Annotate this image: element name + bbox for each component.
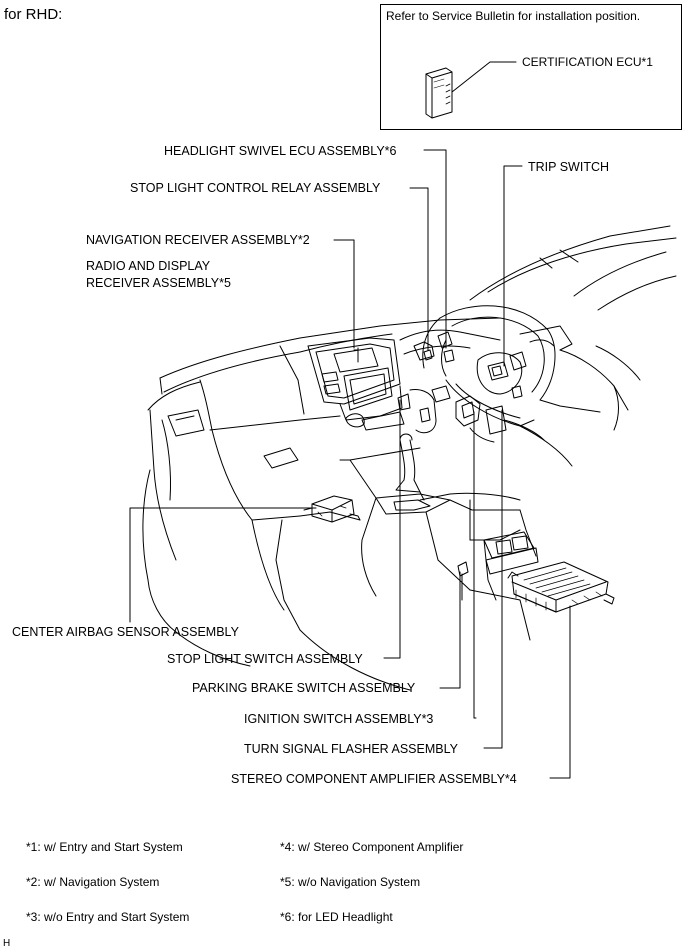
center-airbag-sensor-label: CENTER AIRBAG SENSOR ASSEMBLY	[12, 625, 239, 639]
navigation-receiver-label: NAVIGATION RECEIVER ASSEMBLY*2	[86, 233, 310, 247]
leader-stereo-amp	[549, 605, 571, 779]
center-airbag-sensor	[303, 495, 361, 523]
leader-center-airbag	[129, 507, 317, 623]
right-dash	[519, 345, 641, 467]
corner-mark: H	[3, 938, 11, 949]
leader-stop-light-relay	[409, 187, 429, 351]
page-title: for RHD:	[4, 6, 63, 23]
turn-signal-flasher-label: TURN SIGNAL FLASHER ASSEMBLY	[244, 742, 458, 756]
stereo-amplifier	[507, 561, 615, 613]
stop-light-control-relay-label: STOP LIGHT CONTROL RELAY ASSEMBLY	[130, 181, 381, 195]
stereo-component-amplifier-label: STEREO COMPONENT AMPLIFIER ASSEMBLY*4	[231, 772, 517, 786]
leader-turn-signal	[483, 409, 503, 749]
inset-box	[380, 4, 682, 130]
leader-trip-switch	[503, 165, 523, 367]
footnote-4: *4: w/ Stereo Component Amplifier	[280, 840, 464, 854]
certification-ecu-illustration	[425, 67, 453, 119]
leader-parking-brake	[439, 571, 461, 689]
steering-area	[399, 305, 573, 443]
footnote-6: *6: for LED Headlight	[280, 910, 393, 924]
leader-nav-receiver	[333, 239, 355, 349]
dashboard-outline	[142, 317, 501, 633]
certification-ecu-label: CERTIFICATION ECU*1	[522, 55, 653, 69]
ignition-switch-label: IGNITION SWITCH ASSEMBLY*3	[244, 712, 434, 726]
center-stack	[307, 337, 411, 431]
radio-display-receiver-label-line1: RADIO AND DISPLAY	[86, 259, 211, 273]
footnote-3: *3: w/o Entry and Start System	[26, 910, 190, 924]
radio-display-receiver-label-line2: RECEIVER ASSEMBLY*5	[86, 276, 231, 290]
parking-brake-switch-label: PARKING BRAKE SWITCH ASSEMBLY	[192, 681, 416, 695]
inset-note: Refer to Service Bulletin for installati…	[386, 9, 641, 23]
parking-brake-switch	[457, 561, 469, 601]
center-console	[275, 433, 537, 691]
footnote-1: *1: w/ Entry and Start System	[26, 840, 183, 854]
leader-lines	[129, 149, 571, 779]
footnote-2: *2: w/ Navigation System	[26, 875, 160, 889]
trip-switch-label: TRIP SWITCH	[528, 160, 610, 174]
leader-headlight-swivel	[423, 149, 447, 349]
floor-left	[175, 519, 285, 667]
windshield-pillar	[469, 225, 677, 311]
leader-stop-light-switch	[383, 399, 401, 659]
center-vents	[483, 531, 539, 575]
headlight-swivel-ecu-label: HEADLIGHT SWIVEL ECU ASSEMBLY*6	[164, 144, 397, 158]
footnote-5: *5: w/o Navigation System	[280, 875, 421, 889]
leader-ignition-switch	[473, 411, 477, 719]
leader-certification-ecu	[451, 61, 517, 93]
